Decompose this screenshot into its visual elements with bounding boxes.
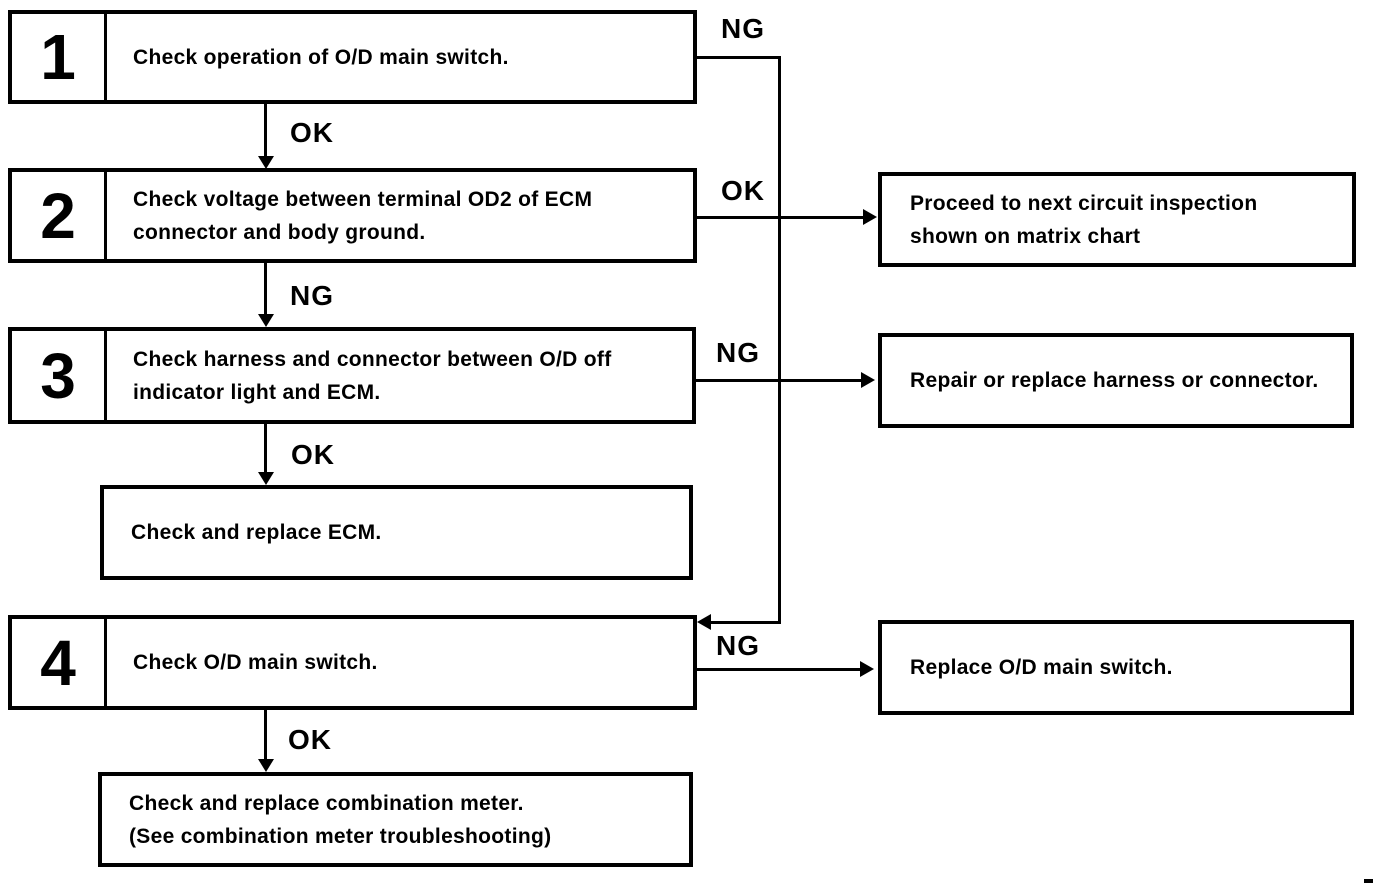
- connector-step4-to-replace-arrowhead-icon: [860, 661, 874, 677]
- step-2-line-1: Check voltage between terminal OD2 of EC…: [133, 187, 593, 211]
- step-2-text: Check voltage between terminal OD2 of EC…: [107, 172, 693, 259]
- feedback-step1-top-segment: [697, 56, 781, 59]
- connector-step2-to-proceed-line: [697, 216, 864, 219]
- connector-step1-to-step2-arrowhead-icon: [258, 156, 274, 169]
- feedback-vertical-segment: [778, 56, 781, 624]
- combination-meter-line-2: (See combination meter troubleshooting): [129, 824, 552, 848]
- connector-step3-to-ecm-line: [264, 424, 267, 473]
- step-1-line-1: Check operation of O/D main switch.: [133, 45, 509, 69]
- proceed-line-2: shown on matrix chart: [910, 224, 1141, 248]
- connector-step2-to-proceed-arrowhead-icon: [863, 209, 877, 225]
- step-1-text: Check operation of O/D main switch.: [107, 14, 693, 100]
- check-replace-combination-meter-box: Check and replace combination meter. (Se…: [98, 772, 693, 867]
- check-replace-ecm-line-1: Check and replace ECM.: [131, 521, 382, 544]
- feedback-into-step4-arrowhead-icon: [697, 614, 711, 630]
- label-ng-step1-right: NG: [721, 13, 765, 44]
- connector-step4-to-meter-line: [264, 710, 267, 760]
- step-4-line-1: Check O/D main switch.: [133, 651, 378, 674]
- step-4-text: Check O/D main switch.: [107, 619, 693, 706]
- replace-od-switch-line-1: Replace O/D main switch.: [910, 656, 1173, 679]
- label-ng-step4-right: NG: [716, 630, 760, 661]
- step-2-box: 2 Check voltage between terminal OD2 of …: [8, 168, 697, 263]
- connector-step3-to-ecm-arrowhead-icon: [258, 472, 274, 485]
- replace-od-switch-text: Replace O/D main switch.: [882, 624, 1350, 711]
- step-3-box: 3 Check harness and connector between O/…: [8, 327, 696, 424]
- connector-step4-to-replace-line: [697, 668, 861, 671]
- proceed-next-circuit-text: Proceed to next circuit inspection shown…: [882, 176, 1352, 263]
- step-4-number: 4: [12, 619, 107, 706]
- connector-step4-to-meter-arrowhead-icon: [258, 759, 274, 772]
- repair-harness-box: Repair or replace harness or connector.: [878, 333, 1354, 428]
- label-ng-step2-down: NG: [290, 280, 334, 311]
- check-replace-combination-meter-text: Check and replace combination meter. (Se…: [102, 776, 689, 863]
- combination-meter-line-1: Check and replace combination meter.: [129, 791, 524, 815]
- step-4-box: 4 Check O/D main switch.: [8, 615, 697, 710]
- step-2-number: 2: [12, 172, 107, 259]
- scan-artifact-mark: [1364, 879, 1373, 883]
- step-2-line-2: connector and body ground.: [133, 220, 426, 244]
- label-ok-step4-down: OK: [288, 724, 332, 755]
- step-3-line-2: indicator light and ECM.: [133, 380, 381, 404]
- step-3-line-1: Check harness and connector between O/D …: [133, 347, 612, 371]
- label-ok-step3-down: OK: [291, 439, 335, 470]
- check-replace-ecm-box: Check and replace ECM.: [100, 485, 693, 580]
- label-ng-step3-right: NG: [716, 337, 760, 368]
- proceed-line-1: Proceed to next circuit inspection: [910, 191, 1258, 215]
- connector-step1-to-step2-line: [264, 104, 267, 158]
- proceed-next-circuit-box: Proceed to next circuit inspection shown…: [878, 172, 1356, 267]
- step-3-number: 3: [12, 331, 107, 420]
- connector-step3-to-repair-arrowhead-icon: [861, 372, 875, 388]
- check-replace-ecm-text: Check and replace ECM.: [104, 489, 689, 576]
- connector-step2-to-step3-line: [264, 263, 267, 315]
- step-1-number: 1: [12, 14, 107, 100]
- connector-step3-to-repair-line: [695, 379, 862, 382]
- repair-harness-line-1: Repair or replace harness or connector.: [910, 369, 1319, 392]
- replace-od-switch-box: Replace O/D main switch.: [878, 620, 1354, 715]
- repair-harness-text: Repair or replace harness or connector.: [882, 337, 1350, 424]
- connector-step2-to-step3-arrowhead-icon: [258, 314, 274, 327]
- step-1-box: 1 Check operation of O/D main switch.: [8, 10, 697, 104]
- label-ok-step2-right: OK: [721, 175, 765, 206]
- feedback-into-step4-segment: [710, 621, 781, 624]
- label-ok-step1-down: OK: [290, 117, 334, 148]
- step-3-text: Check harness and connector between O/D …: [107, 331, 692, 420]
